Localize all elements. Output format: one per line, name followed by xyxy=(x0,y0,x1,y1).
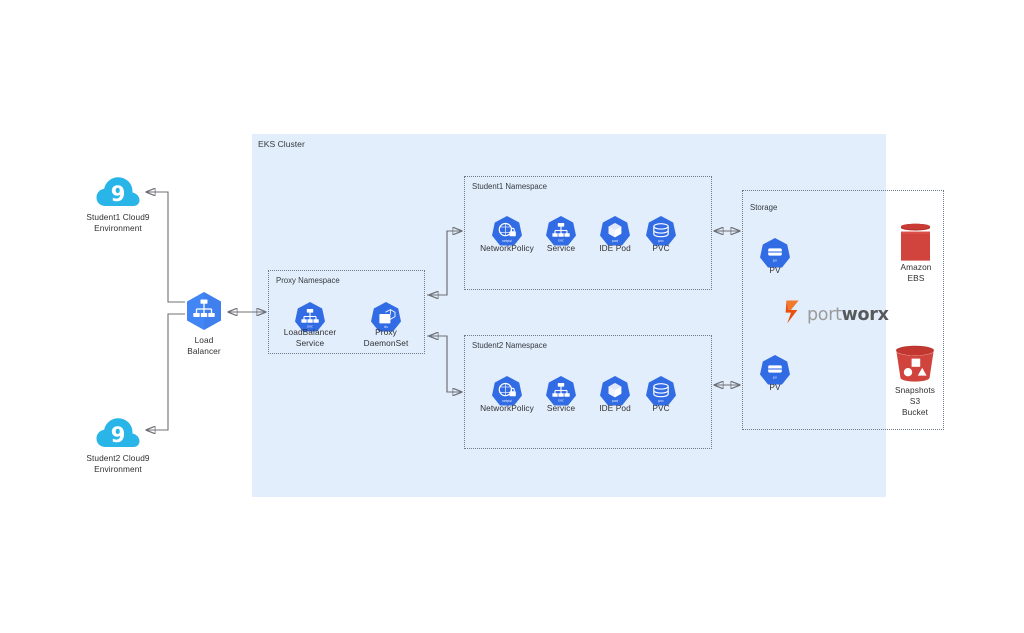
amazon-s3-bucket-icon xyxy=(893,344,937,384)
student2-pvc-node[interactable]: pvc xyxy=(646,375,676,407)
amazon-s3-bucket-label: Snapshots S3 Bucket xyxy=(894,385,936,417)
student2-ide-pod-label: IDE Pod xyxy=(599,403,631,413)
proxy-namespace-container xyxy=(268,270,425,354)
eks-cluster-label: EKS Cluster xyxy=(258,139,305,149)
svg-text:ds: ds xyxy=(384,325,388,329)
svg-text:9: 9 xyxy=(111,423,126,447)
student1-service-label: Service xyxy=(546,243,576,253)
storage-pv-1-label: PV xyxy=(769,265,781,275)
k8s-networkpolicy-icon: netpol xyxy=(492,215,522,247)
storage-cluster-fill xyxy=(742,190,886,430)
load-balancer-node[interactable] xyxy=(185,291,223,331)
k8s-pv-icon: pv xyxy=(760,237,790,269)
student2-cloud9-label: Student2 Cloud9 Environment xyxy=(86,453,150,474)
student2-namespace-container xyxy=(464,335,712,449)
storage-pv-1-node[interactable]: pv xyxy=(760,237,790,269)
svg-text:svc: svc xyxy=(558,239,564,243)
student2-ide-pod-node[interactable]: pod xyxy=(600,375,630,407)
svg-text:pvc: pvc xyxy=(658,239,664,243)
arrow-student1ns-to-proxyns xyxy=(429,230,462,295)
student1-namespace-container xyxy=(464,176,712,290)
cloud9-icon: 9 xyxy=(96,417,140,449)
student1-ide-pod-node[interactable]: pod xyxy=(600,215,630,247)
portworx-name-bold: worx xyxy=(841,304,889,325)
svg-text:pod: pod xyxy=(612,239,618,243)
portworx-logo: portworx xyxy=(785,300,889,329)
portworx-name-light: port xyxy=(807,304,842,325)
load-balancer-label: Load Balancer xyxy=(187,335,221,356)
proxy-loadbalancer-service-node[interactable]: svc xyxy=(295,301,325,333)
student2-namespace-label: Student2 Namespace xyxy=(472,341,547,350)
amazon-ebs-label: Amazon EBS xyxy=(900,262,932,283)
k8s-networkpolicy-icon: netpol xyxy=(492,375,522,407)
svg-text:pod: pod xyxy=(612,399,618,403)
proxy-daemonset-label: Proxy DaemonSet xyxy=(363,327,409,348)
k8s-pod-icon: pod xyxy=(600,215,630,247)
amazon-ebs-icon xyxy=(898,222,933,264)
svg-text:pvc: pvc xyxy=(658,399,664,403)
svg-text:svc: svc xyxy=(307,325,313,329)
student1-pvc-node[interactable]: pvc xyxy=(646,215,676,247)
student2-networkpolicy-node[interactable]: netpol xyxy=(492,375,522,407)
cloud9-icon: 9 xyxy=(96,176,140,208)
k8s-service-icon: svc xyxy=(546,375,576,407)
storage-container xyxy=(742,190,944,430)
load-balancer-icon xyxy=(185,291,223,331)
student1-pvc-label: PVC xyxy=(652,243,670,253)
k8s-pv-icon: pv xyxy=(760,354,790,386)
amazon-s3-bucket-node[interactable] xyxy=(893,344,937,384)
arrow-proxyns-to-student2ns xyxy=(427,335,462,392)
student1-ide-pod-label: IDE Pod xyxy=(599,243,631,253)
k8s-service-icon: svc xyxy=(546,215,576,247)
svg-text:netpol: netpol xyxy=(502,399,512,403)
portworx-logo-icon xyxy=(785,300,802,329)
svg-text:9: 9 xyxy=(111,182,126,206)
student1-service-node[interactable]: svc xyxy=(546,215,576,247)
proxy-namespace-label: Proxy Namespace xyxy=(276,276,340,285)
k8s-pvc-icon: pvc xyxy=(646,375,676,407)
proxy-loadbalancer-service-label: LoadBalancer Service xyxy=(283,327,337,348)
student2-networkpolicy-label: NetworkPolicy xyxy=(480,403,534,413)
student2-service-node[interactable]: svc xyxy=(546,375,576,407)
arrow-lb-to-student1 xyxy=(146,192,185,303)
student1-networkpolicy-label: NetworkPolicy xyxy=(480,243,534,253)
arrow-student2ns-to-proxyns xyxy=(429,336,462,393)
student2-pvc-label: PVC xyxy=(652,403,670,413)
student1-cloud9-node[interactable]: 9 xyxy=(96,176,140,208)
svg-text:netpol: netpol xyxy=(502,239,512,243)
amazon-ebs-node[interactable] xyxy=(898,222,933,264)
storage-label: Storage xyxy=(750,203,778,212)
student2-service-label: Service xyxy=(546,403,576,413)
proxy-daemonset-node[interactable]: ds xyxy=(371,301,401,333)
storage-pv-2-label: PV xyxy=(769,382,781,392)
portworx-wordmark: portworx xyxy=(807,305,889,325)
k8s-pvc-icon: pvc xyxy=(646,215,676,247)
k8s-daemonset-icon: ds xyxy=(371,301,401,333)
svg-text:pv: pv xyxy=(773,259,777,263)
k8s-pod-icon: pod xyxy=(600,375,630,407)
arrow-proxyns-to-student1ns xyxy=(427,231,462,296)
k8s-service-icon: svc xyxy=(295,301,325,333)
student1-namespace-label: Student1 Namespace xyxy=(472,182,547,191)
student1-networkpolicy-node[interactable]: netpol xyxy=(492,215,522,247)
student1-cloud9-label: Student1 Cloud9 Environment xyxy=(86,212,150,233)
svg-text:svc: svc xyxy=(558,399,564,403)
student2-cloud9-node[interactable]: 9 xyxy=(96,417,140,449)
arrow-lb-to-student2 xyxy=(146,313,185,430)
svg-text:pv: pv xyxy=(773,376,777,380)
storage-pv-2-node[interactable]: pv xyxy=(760,354,790,386)
